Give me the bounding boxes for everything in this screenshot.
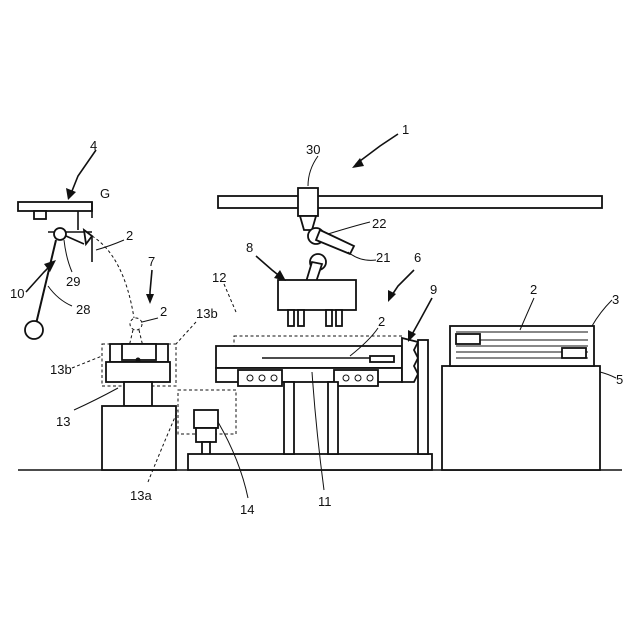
label-glass-pickup: 2 [160,304,167,319]
hammer-rod [36,240,56,324]
arrowhead-crane [66,188,76,200]
label-rod: 28 [76,302,90,317]
label-stage: 11 [318,494,332,509]
lift-table [106,362,170,382]
hammer-weight [25,321,43,339]
label-stopper: 9 [430,282,437,297]
leader-lift-side-left [72,356,102,368]
label-system: 1 [402,122,409,137]
arrow-pickup [150,270,152,298]
robot-forearm [306,262,322,282]
label-pivot: 29 [66,274,80,289]
label-robot-hand: 8 [246,240,253,255]
suction-pad [336,310,342,326]
carriage [298,188,318,216]
sheet-clamp [370,356,394,362]
suction-pad [288,310,294,326]
leader-rod [48,286,72,306]
sensor-assembly [178,390,236,456]
leader-stage [312,372,324,490]
stopper-serrated-edge [402,338,418,382]
leader-lift-side-right [176,322,196,344]
label-lift-side-right: 13b [196,306,218,321]
roller-block-left [238,370,282,386]
leader-pivot [64,240,72,272]
sensor-body [194,410,218,428]
label-glass-stocker: 2 [530,282,537,297]
leader-glass-crane [96,240,124,250]
table [442,366,600,470]
label-lift-side-left: 13b [50,362,72,377]
label-g-marker: G [100,186,110,201]
arrow-system [356,134,398,164]
leader-table [600,372,616,378]
leader-glass-pickup [142,318,158,322]
label-stocker: 3 [612,292,619,307]
crane-assembly [18,202,92,230]
hammer-unit [25,228,92,339]
robot-upper-arm [316,230,354,254]
suction-pad [298,310,304,326]
arrowhead-pickup [146,294,154,304]
falling-glass-piece [130,318,142,330]
arrow-stopper [410,298,432,338]
pivot-joint [54,228,66,240]
label-sensor: 14 [240,502,254,517]
gantry-rail [218,196,602,208]
leader-stocker [592,300,612,326]
stopper-assembly [402,338,428,454]
label-conveyor: 6 [414,250,421,265]
stocker-assembly [442,326,600,470]
stocker-glass-a [456,334,480,344]
label-crane: 4 [90,138,97,153]
label-lift-base: 13a [130,488,152,503]
arrow-crane [70,150,96,196]
robot-hand [278,280,356,310]
label-glass-crane: 2 [126,228,133,243]
leader-joint [328,222,370,234]
hammer-link [66,236,84,244]
gantry-robot [218,188,602,326]
leader-stage-frame [224,284,236,312]
stopper-post [418,340,428,454]
lift-column [124,382,152,406]
leader-carriage [308,156,318,186]
leader-arm [348,252,376,260]
lift-inner-notch [122,344,156,360]
stage-assembly [188,336,432,470]
stage-leg-left [284,382,294,454]
crane-hook-block [34,211,46,219]
label-joint: 22 [372,216,386,231]
sensor-head [196,428,216,442]
arrowhead-robot-hand [274,270,286,281]
stocker-glass-b [562,348,586,358]
label-hammer-unit: 10 [10,286,24,301]
glass-trajectory [92,236,134,318]
stage-leg-right [328,382,338,454]
lift-pin [136,358,141,363]
lift-base [102,406,176,470]
label-pickup: 7 [148,254,155,269]
lift-assembly [102,344,176,470]
stage-base-plate [188,454,432,470]
label-table: 5 [616,372,623,387]
label-glass-stage: 2 [378,314,385,329]
label-lift: 13 [56,414,70,429]
roller-block-right [334,370,378,386]
label-arm: 21 [376,250,390,265]
suction-pad [326,310,332,326]
label-stage-frame: 12 [212,270,226,285]
label-carriage: 30 [306,142,320,157]
crane-beam [18,202,92,211]
